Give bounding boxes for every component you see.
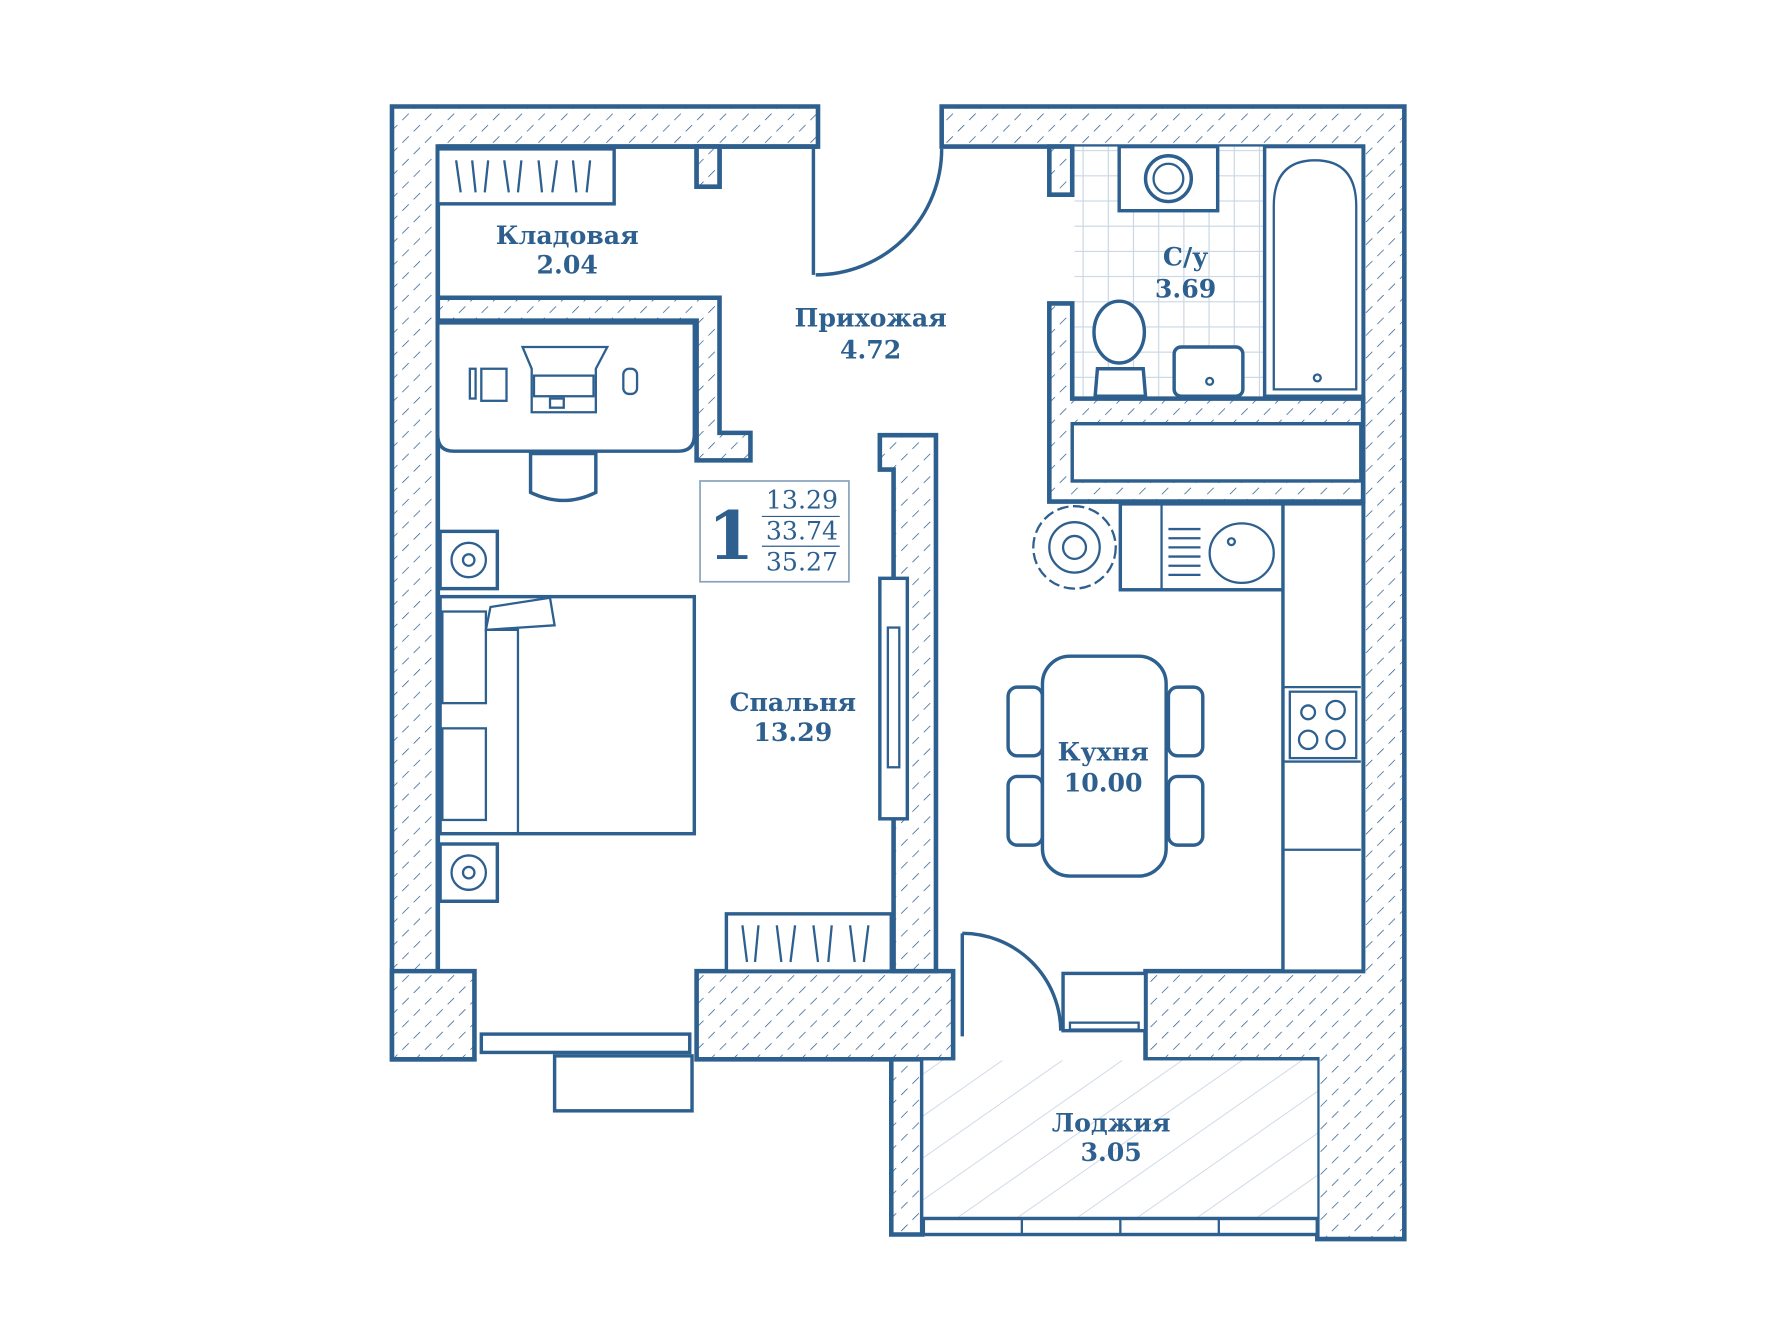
bed — [438, 529, 697, 903]
summary-box: 1 13.29 33.74 35.27 — [699, 480, 850, 583]
room-labels: Кладовая 2.04 Прихожая 4.72 С/у 3.69 Спа… — [496, 220, 1217, 1167]
desk — [436, 321, 697, 503]
entrance-door[interactable] — [815, 148, 944, 277]
room-area-loggia: 3.05 — [1080, 1137, 1141, 1167]
plant-icon — [1032, 505, 1117, 590]
dining-table — [1006, 654, 1205, 878]
room-name-hallway: Прихожая — [795, 302, 947, 332]
living-area: 13.29 — [766, 485, 838, 514]
balcony-door[interactable] — [960, 931, 1063, 1037]
kitchen-units — [1061, 502, 1365, 1033]
bathroom-fixtures — [1092, 144, 1365, 398]
total-area-with-loggia: 35.27 — [766, 547, 838, 576]
loggia — [921, 1060, 1320, 1237]
wardrobe — [724, 576, 910, 973]
room-area-kitchen: 10.00 — [1064, 767, 1143, 797]
total-area: 33.74 — [766, 516, 838, 545]
room-area-hallway: 4.72 — [840, 334, 901, 364]
room-name-loggia: Лоджия — [1052, 1107, 1171, 1137]
room-area-bedroom: 13.29 — [753, 717, 832, 747]
storage-shelf — [436, 147, 616, 206]
corridor-cabinet — [1070, 422, 1363, 483]
room-name-storage: Кладовая — [496, 220, 639, 250]
room-name-bathroom: С/у — [1163, 242, 1208, 272]
room-name-kitchen: Кухня — [1058, 736, 1149, 766]
room-name-bedroom: Спальня — [729, 687, 856, 717]
bedroom-window — [479, 1032, 694, 1113]
room-area-storage: 2.04 — [537, 250, 598, 280]
rooms-count: 1 — [708, 497, 754, 575]
room-area-bathroom: 3.69 — [1155, 274, 1216, 304]
